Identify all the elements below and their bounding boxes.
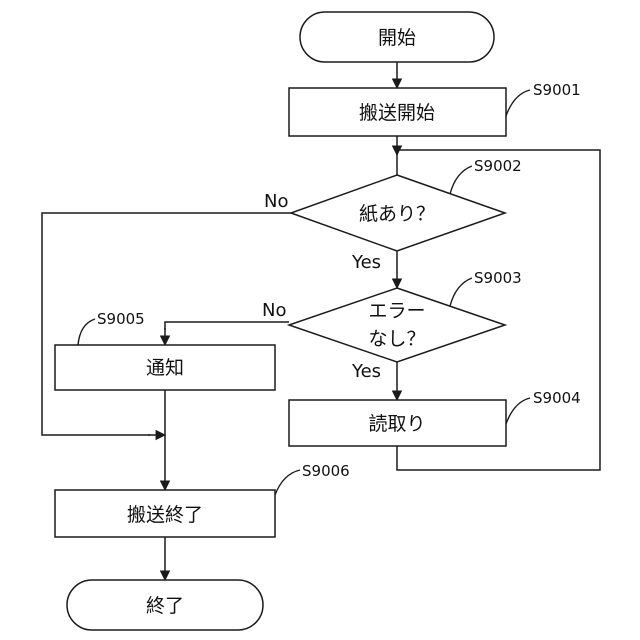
leader-s9002 (450, 166, 472, 194)
line-s9002-no-path (42, 213, 291, 435)
process-box-s9005-label: 通知 (146, 357, 184, 379)
decision-s9002-label: 紙あり？ (359, 203, 435, 225)
process-box-s9006-label: 搬送終了 (127, 504, 203, 526)
leader-s9004 (506, 398, 530, 424)
step-id-s9001: S9001 (533, 81, 581, 99)
leader-s9003 (450, 278, 472, 306)
leader-s9006 (275, 470, 300, 495)
decision-s9003-label-line1: エラー (368, 300, 425, 322)
line-s9003-no-path (165, 322, 289, 330)
process-box-s9004-label: 読取り (368, 413, 425, 435)
step-id-s9006: S9006 (302, 462, 350, 480)
process-box-s9001-label: 搬送開始 (359, 102, 435, 124)
step-id-s9005: S9005 (97, 310, 145, 328)
edge-label-s9002-no: No (264, 191, 288, 212)
step-id-s9003: S9003 (474, 269, 522, 287)
leader-s9001 (506, 90, 530, 116)
edge-label-s9003-no: No (262, 300, 286, 321)
start-terminal-label: 開始 (378, 27, 416, 49)
decision-s9003-label-line2: なし？ (368, 328, 425, 350)
step-id-s9002: S9002 (474, 157, 522, 175)
end-terminal-label: 終了 (146, 595, 184, 617)
edge-label-s9003-yes: Yes (351, 361, 381, 382)
leader-s9005 (78, 319, 95, 345)
edge-label-s9002-yes: Yes (351, 252, 381, 273)
step-id-s9004: S9004 (533, 389, 581, 407)
